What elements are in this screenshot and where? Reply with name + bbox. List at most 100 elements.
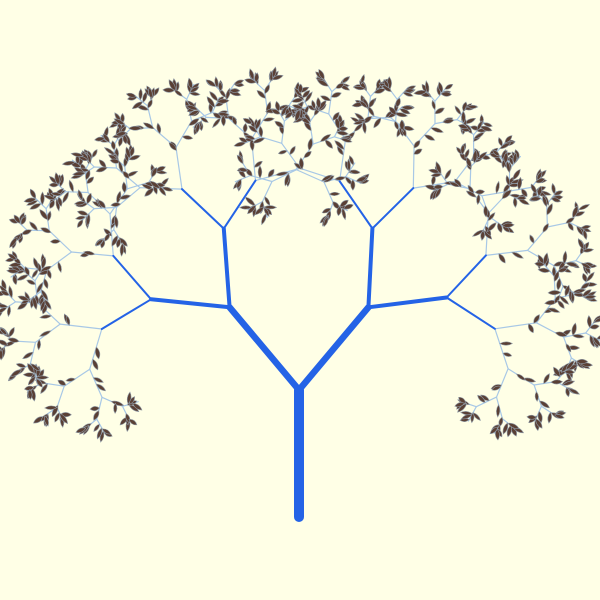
leaf xyxy=(29,221,38,231)
leaf xyxy=(0,290,10,296)
leaf xyxy=(0,327,8,336)
leaf xyxy=(284,173,290,187)
leaf xyxy=(383,79,389,89)
leaf xyxy=(489,426,499,435)
leaf xyxy=(568,388,580,395)
leaf xyxy=(526,414,537,420)
leaf xyxy=(189,86,200,93)
leaf xyxy=(40,299,46,312)
leaf xyxy=(114,215,119,229)
leaf xyxy=(542,223,549,233)
tree-twig xyxy=(295,168,325,183)
leaf xyxy=(495,180,500,195)
leaf xyxy=(168,142,177,151)
leaf xyxy=(576,359,589,364)
leaf xyxy=(254,72,259,83)
leaf xyxy=(587,315,592,329)
leaf xyxy=(551,182,556,195)
leaf xyxy=(413,148,423,155)
leaf xyxy=(581,289,592,297)
leaf xyxy=(9,236,18,248)
leaf xyxy=(428,168,441,174)
leaf xyxy=(59,412,69,425)
leaf xyxy=(460,143,465,155)
leaf xyxy=(501,189,512,200)
leaf xyxy=(188,118,200,126)
leaf xyxy=(399,119,405,131)
leaf xyxy=(542,194,548,208)
leaf xyxy=(76,210,89,216)
leaf xyxy=(433,184,444,190)
leaf xyxy=(39,330,52,337)
leaf xyxy=(564,369,575,375)
leaf xyxy=(517,198,530,205)
tree-branch xyxy=(226,304,303,394)
leaf xyxy=(0,307,8,314)
tree-twig xyxy=(481,191,505,197)
leaf xyxy=(565,360,575,371)
leaf xyxy=(92,358,99,371)
leaf xyxy=(39,209,49,221)
leaf xyxy=(291,104,304,110)
leaf xyxy=(41,256,47,270)
leaf xyxy=(125,413,131,424)
leaf xyxy=(233,79,245,85)
tree-twig xyxy=(339,139,347,182)
branch-layer xyxy=(100,179,496,522)
leaf xyxy=(480,125,493,132)
leaf xyxy=(341,207,347,221)
leaf xyxy=(98,199,106,209)
tree-branch xyxy=(149,297,232,310)
leaf xyxy=(268,168,275,178)
leaf xyxy=(558,295,570,305)
leaf xyxy=(75,215,87,220)
leaf xyxy=(562,380,576,386)
leaf xyxy=(496,404,501,418)
leaf xyxy=(476,193,481,205)
leaf xyxy=(511,251,524,259)
leaf xyxy=(402,92,414,97)
leaf xyxy=(430,127,444,133)
leaf xyxy=(218,81,223,92)
tree-twig xyxy=(261,180,273,203)
leaf xyxy=(95,346,101,360)
leaf xyxy=(537,185,543,197)
leaf xyxy=(554,294,560,304)
leaf xyxy=(77,219,84,228)
leaf xyxy=(264,84,270,95)
leaf xyxy=(116,190,122,205)
leaf xyxy=(533,314,540,324)
tree-twig xyxy=(56,385,65,408)
leaf xyxy=(214,76,219,89)
leaf xyxy=(358,100,368,109)
leaf xyxy=(307,137,313,151)
leaf xyxy=(316,79,329,87)
leaf xyxy=(263,207,270,218)
leaf xyxy=(162,87,175,93)
tree-twig xyxy=(84,169,89,194)
tree-twig xyxy=(445,254,487,299)
leaf xyxy=(466,104,479,109)
leaf xyxy=(582,248,595,253)
leaf xyxy=(444,83,454,90)
leaf xyxy=(465,190,477,198)
leaf xyxy=(129,146,135,157)
leaf xyxy=(580,262,592,269)
leaf xyxy=(480,394,490,401)
leaf xyxy=(49,199,55,209)
leaf xyxy=(0,303,9,308)
leaf xyxy=(321,208,332,214)
leaf xyxy=(577,204,591,211)
leaf xyxy=(212,112,222,119)
leaf xyxy=(388,106,397,116)
leaf xyxy=(86,192,92,205)
leaf xyxy=(502,352,513,357)
leaf xyxy=(491,385,502,391)
leaf xyxy=(512,152,518,165)
leaf xyxy=(93,423,100,432)
leaf xyxy=(20,216,27,226)
leaf xyxy=(85,169,91,181)
tree-twig xyxy=(222,179,257,230)
leaf xyxy=(44,415,49,427)
leaf xyxy=(253,160,263,168)
